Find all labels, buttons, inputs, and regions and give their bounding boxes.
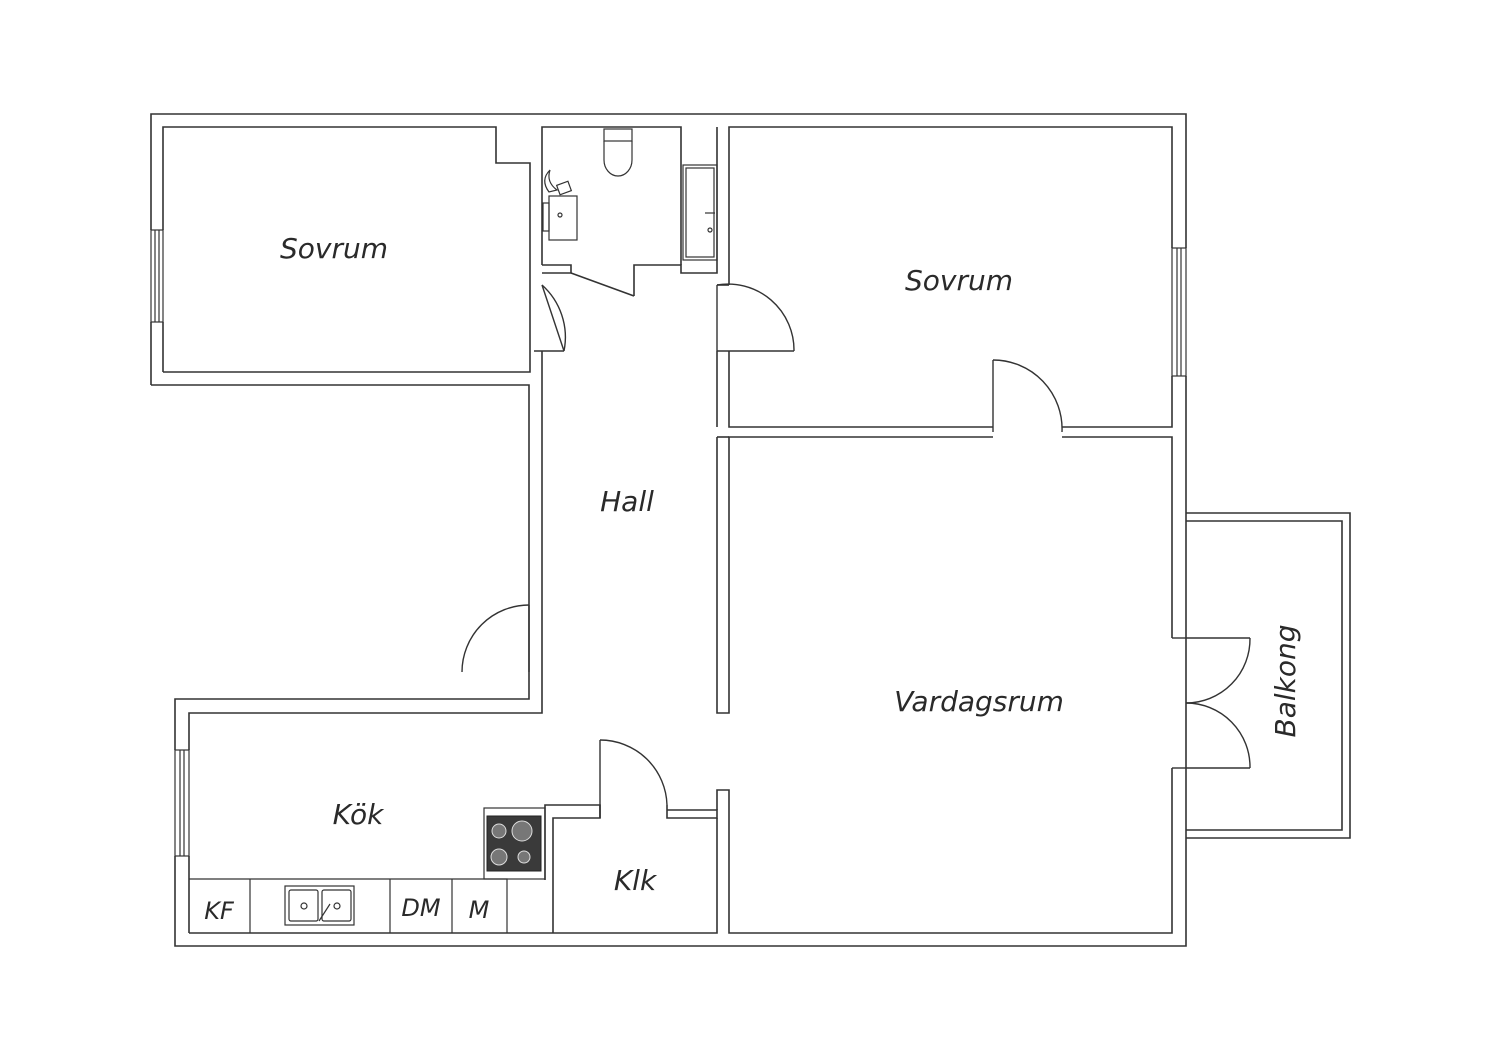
window-kitchen (174, 749, 190, 857)
label-hall: Hall (600, 485, 654, 518)
label-kitchen: Kök (333, 798, 385, 831)
door-closet (599, 739, 668, 806)
window-right-bedroom (1171, 247, 1187, 377)
hall-walls (716, 436, 1173, 934)
label-bedroom-right: Sovrum (905, 264, 1013, 297)
door-balcony (1172, 637, 1251, 769)
window-left-bedroom (150, 229, 164, 323)
doors (461, 283, 1251, 806)
windows (150, 229, 1187, 857)
room-labels: Sovrum Sovrum Hall Vardagsrum Kök Klk Ba… (280, 232, 1302, 897)
label-microwave: M (469, 896, 490, 924)
door-bathroom (534, 284, 567, 352)
label-closet: Klk (614, 864, 658, 897)
toilet-icon (603, 128, 633, 177)
label-living-room: Vardagsrum (894, 685, 1064, 718)
shower-icon (682, 164, 718, 261)
label-dishwasher: DM (401, 894, 440, 922)
door-bedroom-living (992, 359, 1063, 433)
kitchen-counter (189, 807, 546, 933)
sink-icon (542, 169, 578, 241)
door-right-bedroom (716, 283, 795, 352)
label-balcony: Balkong (1269, 624, 1302, 737)
label-bedroom-left: Sovrum (280, 232, 388, 265)
fixture-labels: KF DM M (204, 894, 489, 925)
door-left-room (461, 604, 530, 673)
label-fridge-freezer: KF (204, 897, 235, 925)
balcony-structure (1186, 512, 1351, 839)
right-bedroom-walls (716, 126, 1173, 428)
bathroom (542, 127, 718, 297)
stove-icon (483, 807, 546, 880)
kitchen-sink-icon (284, 885, 355, 926)
